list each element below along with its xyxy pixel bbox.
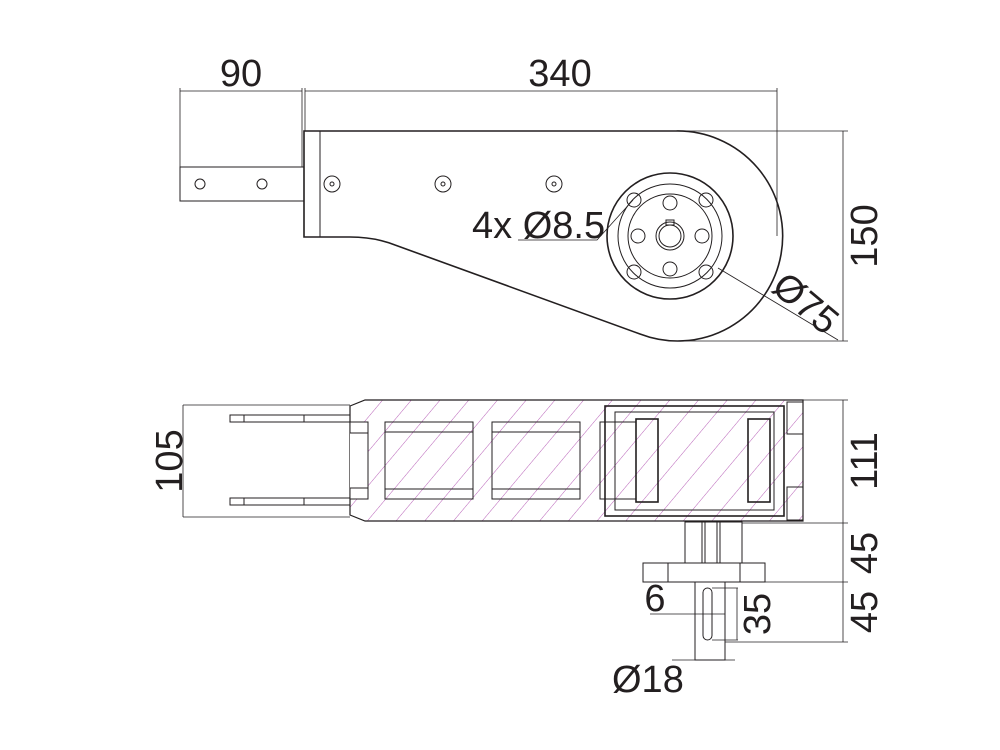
dimension-shaft-diameter: Ø18 <box>612 659 735 701</box>
dim-bracket-width-label: 90 <box>220 53 262 95</box>
dimension-105: 105 <box>149 404 350 518</box>
dimension-340: 340 <box>304 53 778 236</box>
dimension-key-length: 35 <box>712 587 779 641</box>
dimension-key-width: 6 <box>644 578 725 620</box>
top-view: 90 340 <box>179 53 886 343</box>
dimension-holes: 4x Ø8.5 <box>472 199 634 247</box>
side-view: 105 111 45 <box>149 399 886 701</box>
dimension-45-shaft: 45 <box>725 582 886 643</box>
bracket-prongs <box>229 414 351 506</box>
dim-flange-height-label: 45 <box>844 532 886 574</box>
dimension-45-flange: 45 <box>742 522 886 583</box>
dim-bracket-thickness-label: 105 <box>149 429 191 492</box>
dim-holes-label: 4x Ø8.5 <box>472 205 605 247</box>
arm-outline <box>303 130 784 342</box>
dim-body-thickness-label: 111 <box>844 432 886 490</box>
dimension-150: 150 <box>676 130 886 342</box>
body-section <box>349 399 804 522</box>
output-flange <box>606 172 734 300</box>
dimension-flange-diameter: Ø75 <box>717 265 846 343</box>
dim-arm-length-label: 340 <box>528 53 591 95</box>
dim-shaft-length-label: 45 <box>844 591 886 633</box>
dimension-111: 111 <box>803 399 886 523</box>
dim-key-width-label: 6 <box>644 578 665 620</box>
dim-key-length-label: 35 <box>737 593 779 635</box>
dimension-90: 90 <box>179 53 303 201</box>
bracket-plate <box>179 166 305 202</box>
dim-shaft-diameter-label: Ø18 <box>612 659 684 701</box>
dim-flange-diameter-label: Ø75 <box>764 265 846 343</box>
dim-height-label: 150 <box>844 204 886 267</box>
